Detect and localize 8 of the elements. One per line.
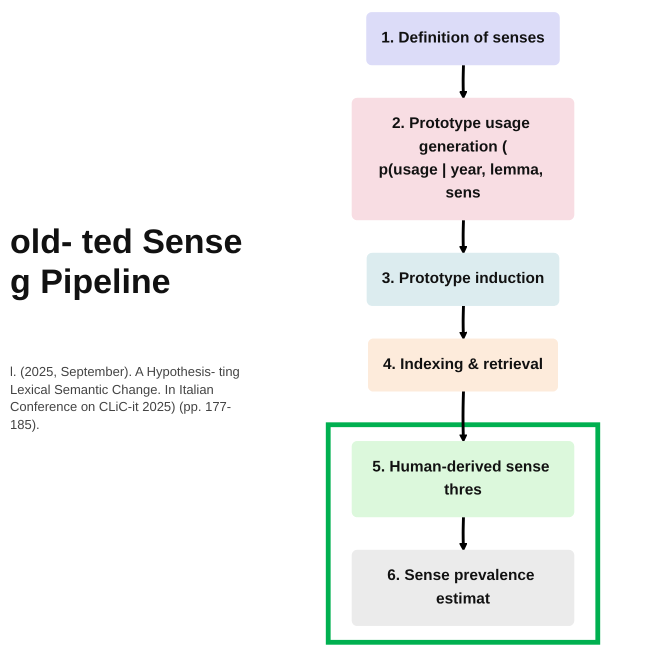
arrow [458,220,467,254]
cluster [325,422,600,645]
arrow [458,306,467,340]
citation-text: l. (2025, September). A Hypothesis- ting Lexical Semantic Change. In Italian Conference on CLiC-it 2025) (pp. 177-185). [10,363,241,434]
slide-title: old- ted Sense g Pipeline [10,222,244,304]
arrow [458,517,467,552]
arrow [458,65,467,100]
arrow [458,391,467,442]
